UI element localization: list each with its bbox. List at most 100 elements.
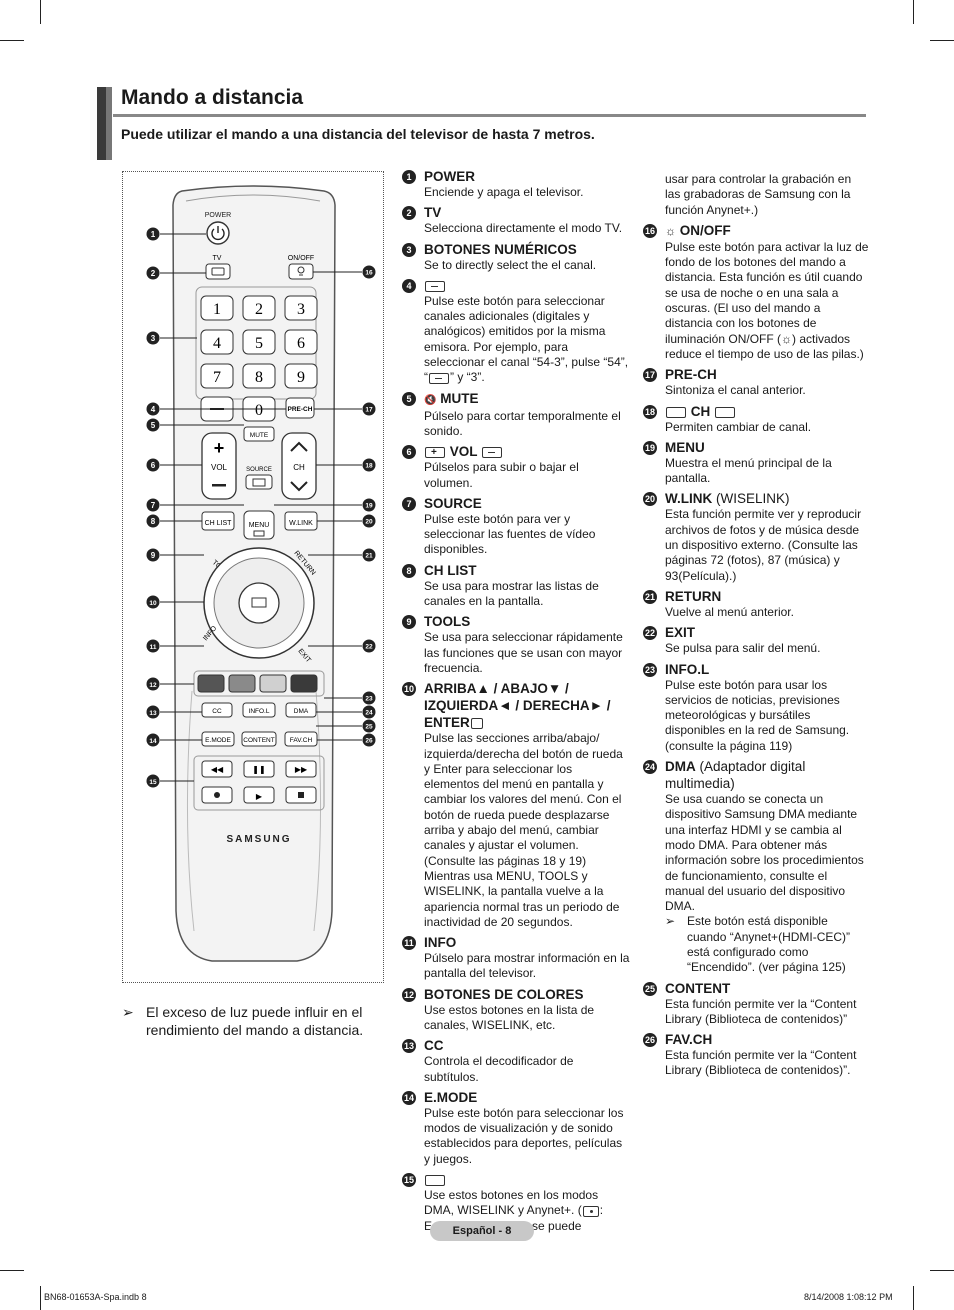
item-description: Vuelve al menú anterior. bbox=[665, 604, 794, 619]
header-bar-inner bbox=[106, 87, 112, 160]
digit-key-5 bbox=[242, 329, 276, 355]
item-description: Muestra el menú principal de la pantalla… bbox=[665, 455, 832, 486]
item-number-badge: 12 bbox=[402, 987, 416, 1002]
callout-badge bbox=[146, 227, 160, 241]
row-cc: CC INFO.L DMA bbox=[201, 702, 317, 718]
item-description: Permiten cambiar de canal. bbox=[665, 419, 812, 434]
tv-button bbox=[205, 263, 231, 280]
dash-key-icon bbox=[425, 280, 445, 292]
callout-number: 23 bbox=[365, 696, 373, 703]
item-heading-text: CH LIST bbox=[424, 562, 477, 578]
callout-number: 21 bbox=[365, 553, 373, 560]
item-number-badge: 10 bbox=[402, 682, 416, 697]
ffwd-button bbox=[285, 760, 317, 778]
description-item: 6 VOL Púlselos para subir o bajar el vol… bbox=[400, 443, 630, 491]
vol-up-icon bbox=[425, 444, 445, 461]
callout-number: 1 bbox=[151, 230, 156, 239]
source-icon bbox=[252, 478, 266, 487]
item-description: Controla el decodificador de subtítulos. bbox=[424, 1054, 574, 1084]
callout-number: 5 bbox=[151, 421, 156, 430]
play-button bbox=[243, 786, 275, 804]
item-number-badge: 23 bbox=[643, 662, 657, 677]
digit-label: 9 bbox=[297, 369, 305, 386]
title-rule bbox=[113, 114, 866, 117]
digit-key-8 bbox=[242, 363, 276, 389]
item-heading: INFO.L bbox=[665, 661, 869, 678]
left-note-text: El exceso de luz puede influir en el ren… bbox=[146, 1004, 364, 1038]
record-key-icon bbox=[582, 1205, 599, 1217]
item-heading-text: MUTE bbox=[440, 390, 479, 406]
menu-label: MENU bbox=[249, 522, 270, 529]
playback-panel bbox=[193, 755, 325, 811]
enter-button bbox=[238, 582, 280, 624]
dma-label: DMA bbox=[294, 708, 309, 715]
item-heading: TV bbox=[424, 204, 630, 221]
stop-icon bbox=[298, 792, 304, 798]
item-description: Selecciona directamente el modo TV. bbox=[424, 221, 623, 236]
item-description: Esta función permite ver la “Content Lib… bbox=[665, 1048, 857, 1078]
digit-key-7 bbox=[200, 363, 234, 389]
infol-button bbox=[242, 702, 276, 718]
tv-label: TV bbox=[213, 255, 222, 262]
item-number-badge: 4 bbox=[402, 278, 416, 293]
callout-badge bbox=[362, 639, 376, 653]
favch-button bbox=[284, 731, 318, 747]
callout-badge bbox=[362, 733, 376, 747]
callout-badge bbox=[146, 498, 160, 512]
item-heading-text: INFO.L bbox=[665, 661, 710, 677]
ch-up-icon bbox=[666, 406, 686, 418]
digit-label: 7 bbox=[213, 369, 221, 386]
ffwd-icon: ▶▶ bbox=[295, 765, 308, 774]
row-emode: E.MODE CONTENT FAV.CH bbox=[201, 731, 318, 747]
item-number-badge: 20 bbox=[643, 492, 657, 507]
continuation-text: usar para controlar la grabación en las … bbox=[665, 172, 852, 217]
page-subtitle: Puede utilizar el mando a una distancia … bbox=[121, 126, 595, 142]
item-subnote: ➢Este botón está disponible cuando “Anyn… bbox=[665, 914, 869, 975]
item-heading-text: E.MODE bbox=[424, 1089, 478, 1105]
item-description: Use estos botones en la lista de canales… bbox=[424, 1002, 595, 1032]
item-description-part: ” y “3”. bbox=[450, 370, 485, 385]
item-number-badge: 24 bbox=[643, 760, 657, 775]
callout-number: 26 bbox=[365, 738, 373, 745]
item-heading-text: RETURN bbox=[665, 588, 722, 604]
cc-button bbox=[201, 702, 233, 718]
item-heading-text: VOL bbox=[449, 444, 478, 460]
callout-badge bbox=[146, 705, 160, 719]
callout-number: 19 bbox=[365, 503, 373, 510]
tv-icon bbox=[211, 267, 225, 276]
callout-badge bbox=[146, 266, 160, 280]
color-key-1 bbox=[197, 674, 225, 693]
item-heading-text: SOURCE bbox=[424, 495, 482, 511]
callout-badge bbox=[362, 691, 376, 705]
item-description: Sintoniza el canal anterior. bbox=[665, 383, 806, 398]
content-label: CONTENT bbox=[243, 737, 274, 744]
item-description: Pulse este botón para seleccionar los mo… bbox=[424, 1105, 624, 1166]
crop-mark bbox=[0, 1270, 24, 1271]
item-heading: SOURCE bbox=[424, 495, 630, 512]
item-description-part: Pulse este botón para seleccionar canale… bbox=[424, 293, 629, 385]
item-number-badge: 8 bbox=[402, 563, 416, 578]
callout-number: 10 bbox=[149, 600, 157, 607]
callout-badge bbox=[362, 548, 376, 562]
item-description: Esta función permite ver la “Content Lib… bbox=[665, 996, 857, 1026]
mute-button bbox=[243, 426, 275, 442]
item-heading: BOTONES NUMÉRICOS bbox=[424, 241, 630, 258]
color-key-4 bbox=[290, 674, 318, 693]
item-number-badge: 11 bbox=[402, 936, 416, 951]
pause-icon: ❚❚ bbox=[252, 765, 265, 774]
remote-frame bbox=[122, 171, 384, 983]
callout-badge bbox=[362, 458, 376, 472]
